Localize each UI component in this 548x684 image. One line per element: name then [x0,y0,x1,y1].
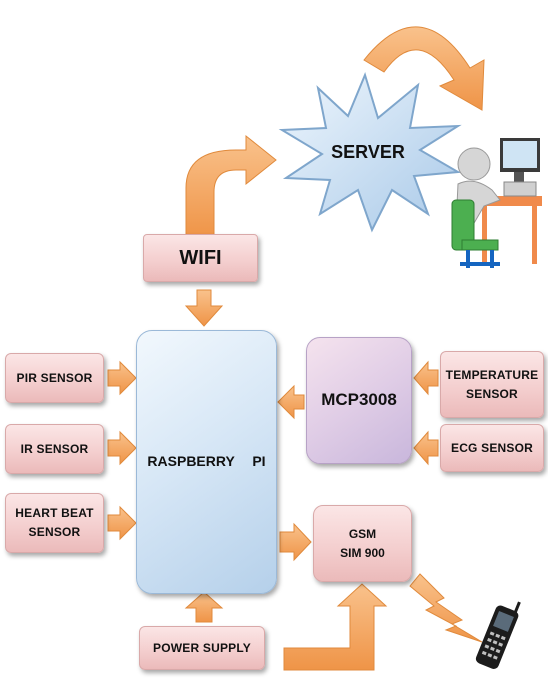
raspberry-pi-box: RASPBERRY PI [136,330,277,594]
pir-to-rpi-arrow [107,360,137,396]
lightning-bolt-icon [409,573,483,643]
temperature-to-mcp-arrow [413,360,439,396]
server-to-user-arrow [363,26,485,111]
temperature-label-line2: SENSOR [466,386,518,401]
pir-sensor-label: PIR SENSOR [16,370,93,385]
ecg-sensor-box: ECG SENSOR [440,424,544,472]
power-to-gsm-arrow [283,583,388,671]
user-at-computer-icon [451,138,542,268]
server-star-shape [278,72,462,233]
wifi-to-server-arrow [185,134,277,239]
mcp3008-label: MCP3008 [321,390,397,410]
pir-sensor-box: PIR SENSOR [5,353,104,403]
raspberry-pi-label: RASPBERRY PI [147,453,266,470]
gsm-label-line1: GSM [348,526,377,541]
heart-beat-label-line1: HEART BEAT [15,506,94,521]
power-to-rpi-arrow [184,591,224,623]
rpi-to-gsm-arrow [279,522,312,562]
temperature-sensor-box: TEMPERATURE SENSOR [440,351,544,418]
heart-beat-sensor-box: HEART BEAT SENSOR [5,493,104,553]
mobile-phone-icon [475,601,521,669]
gsm-box: GSM SIM 900 [313,505,412,582]
mcp-to-rpi-arrow [277,384,305,420]
ecg-to-mcp-arrow [413,430,439,466]
gsm-label-line2: SIM 900 [340,545,385,560]
ecg-sensor-label: ECG SENSOR [450,440,533,455]
heartbeat-to-rpi-arrow [107,505,137,541]
power-supply-label: POWER SUPPLY [153,640,251,655]
ir-sensor-box: IR SENSOR [5,424,104,474]
mcp3008-box: MCP3008 [306,337,412,464]
wifi-box: WIFI [143,234,258,282]
power-supply-box: POWER SUPPLY [139,626,265,670]
server-label: SERVER [331,142,405,162]
heart-beat-label-line2: SENSOR [28,525,81,539]
ir-to-rpi-arrow [107,430,137,466]
temperature-label-line1: TEMPERATURE [445,367,539,382]
wifi-label: WIFI [179,246,222,269]
wifi-to-rpi-arrow [184,289,224,327]
ir-sensor-label: IR SENSOR [20,441,89,456]
